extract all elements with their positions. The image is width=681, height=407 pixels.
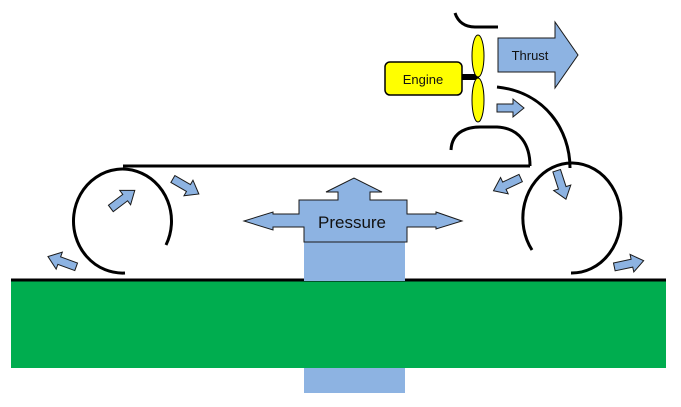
duct-upper-lip <box>453 12 498 29</box>
pressure-arrow <box>242 177 464 243</box>
propeller-blade-bottom <box>471 77 485 123</box>
pressure-label: Pressure <box>318 213 386 232</box>
flow-arrow-right-down <box>552 168 572 201</box>
duct-lower-lip <box>449 125 532 167</box>
duct-outer-curve <box>496 85 572 169</box>
duct-inflow-arrow <box>496 97 525 119</box>
skirt-left-arc <box>72 167 173 275</box>
thrust-label: Thrust <box>512 48 549 63</box>
propeller-blade-top <box>471 34 485 78</box>
flow-arrow-left-cushion <box>170 174 200 197</box>
pressure-column-upper <box>304 240 405 281</box>
flow-arrow-left-inner <box>107 189 136 213</box>
flow-arrow-right-cushion <box>492 173 524 195</box>
ground <box>11 281 666 368</box>
thrust-arrow <box>497 20 579 90</box>
flow-arrow-right-outer <box>612 253 645 274</box>
flow-arrow-left-outer <box>47 251 79 272</box>
skirt-right-arc <box>521 161 623 275</box>
engine-label: Engine <box>403 72 443 87</box>
engine-shaft <box>462 74 479 80</box>
